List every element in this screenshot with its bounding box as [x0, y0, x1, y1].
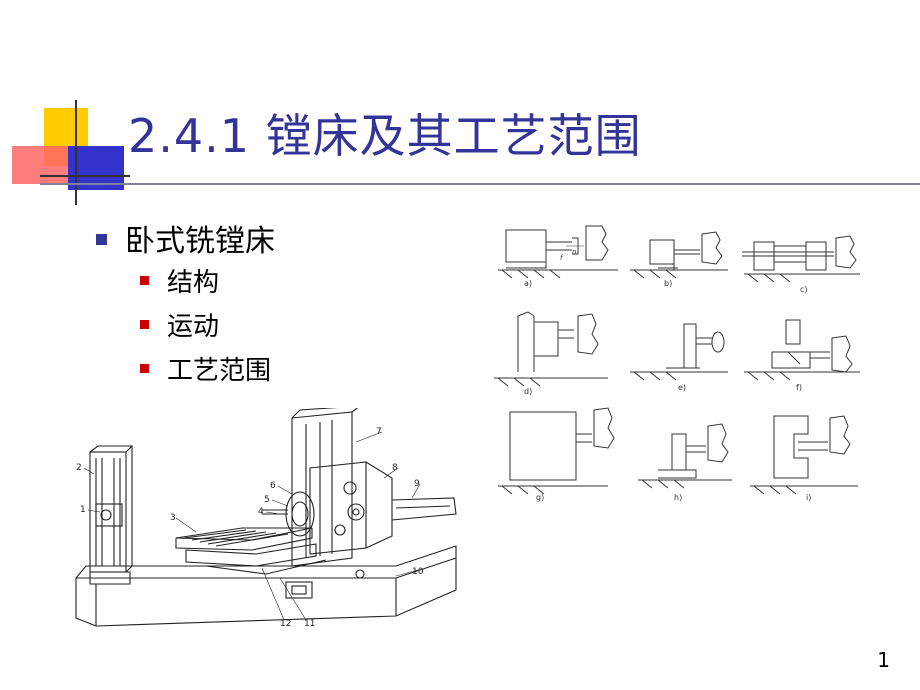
callout-5: 5 — [264, 495, 270, 505]
panel-label-h: h) — [674, 493, 682, 502]
panel-f: f) — [744, 319, 860, 392]
callout-8: 8 — [392, 463, 398, 473]
bullet-square-icon — [140, 364, 149, 373]
sub-bullet-text: 结构 — [167, 268, 220, 298]
sub-bullet-process-range: 工艺范围 — [140, 350, 271, 387]
panel-b: b) — [630, 231, 728, 288]
panel-label-g: g) — [536, 493, 544, 502]
callout-4: 4 — [258, 507, 264, 517]
panel-a: a) f n — [498, 225, 618, 288]
machine-bed — [75, 545, 457, 627]
callout-3: 3 — [170, 513, 176, 523]
panel-i: i) — [750, 415, 858, 502]
title-underline — [40, 183, 920, 185]
callout-7: 7 — [376, 427, 382, 437]
panel-label-i: i) — [806, 493, 811, 502]
panel-e: e) — [630, 323, 728, 392]
bullet-square-icon — [140, 276, 149, 285]
boring-machine-figure: 1 2 3 4 5 6 7 8 9 10 11 12 — [75, 408, 457, 629]
panel-label-b: b) — [664, 279, 672, 288]
panel-label-c: c) — [800, 285, 808, 294]
panel-c: c) — [742, 235, 860, 294]
callout-10: 10 — [412, 567, 424, 577]
page-number: 1 — [877, 648, 890, 672]
title-decoration — [12, 100, 130, 205]
panel-label-d: d) — [524, 387, 532, 396]
sub-bullet-text: 运动 — [167, 312, 220, 342]
deco-red-square — [12, 146, 70, 184]
panel-h: h) — [638, 423, 732, 502]
feed-label: f — [560, 254, 564, 262]
process-range-figure: a) f n b) c) d) e) — [494, 225, 860, 502]
bullet-main-text: 卧式铣镗床 — [125, 224, 275, 259]
panel-label-f: f) — [796, 383, 802, 392]
sub-bullet-text: 工艺范围 — [167, 356, 272, 386]
callout-1: 1 — [80, 505, 86, 515]
rotation-label: n — [572, 248, 576, 256]
rear-support — [95, 503, 123, 527]
panel-d: d) — [494, 311, 608, 396]
callout-9: 9 — [414, 479, 420, 489]
deco-blue-square — [68, 146, 124, 190]
bullet-main: 卧式铣镗床 — [96, 216, 275, 260]
panel-label-e: e) — [678, 383, 686, 392]
callout-11: 11 — [304, 619, 315, 629]
bullet-square-icon — [96, 234, 107, 245]
front-column — [291, 411, 353, 567]
rear-column — [89, 451, 127, 573]
callout-6: 6 — [270, 481, 276, 491]
sub-bullet-structure: 结构 — [140, 262, 219, 299]
sub-bullet-motion: 运动 — [140, 306, 219, 343]
panel-g: g) — [498, 407, 615, 502]
callout-12: 12 — [280, 619, 291, 629]
slide-title: 2.4.1 镗床及其工艺范围 — [128, 109, 642, 163]
headstock — [309, 461, 367, 555]
callout-2: 2 — [76, 463, 82, 473]
bullet-square-icon — [140, 320, 149, 329]
panel-label-a: a) — [524, 279, 532, 288]
